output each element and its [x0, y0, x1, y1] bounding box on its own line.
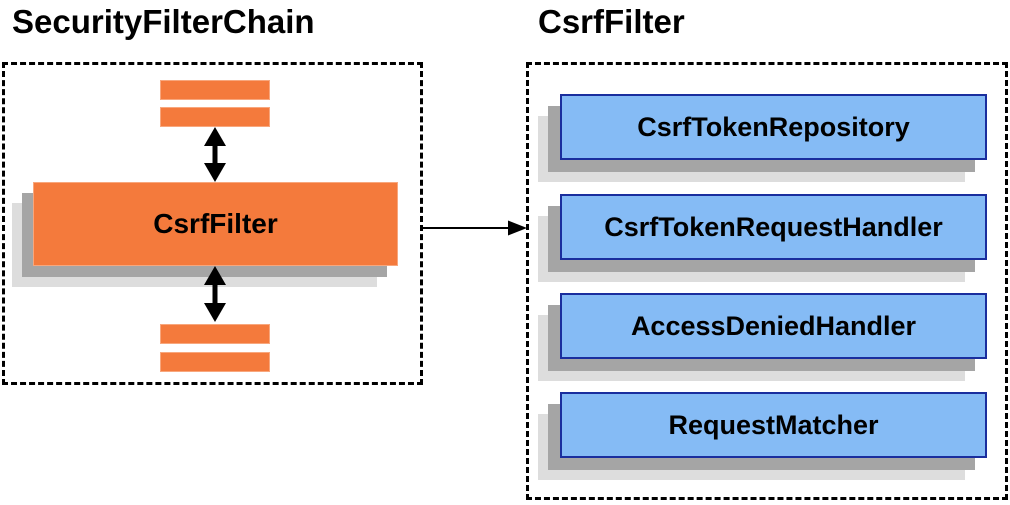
component-label: AccessDeniedHandler: [630, 310, 917, 341]
component-label: CsrfTokenRepository: [637, 111, 910, 142]
right-arrow-icon: [422, 220, 527, 236]
filter-placeholder-bar: [160, 107, 270, 127]
component-csrf-token-request-handler: CsrfTokenRequestHandler: [560, 194, 987, 260]
security-filter-chain-boundary: [2, 62, 423, 385]
csrf-filter-node-label: CsrfFilter: [153, 208, 278, 239]
component-label: RequestMatcher: [668, 409, 879, 440]
component-label: CsrfTokenRequestHandler: [604, 211, 943, 242]
up-down-arrow-icon: [204, 127, 226, 182]
component-access-denied-handler: AccessDeniedHandler: [560, 293, 987, 359]
csrf-filter-node: CsrfFilter: [33, 182, 398, 266]
up-down-arrow-icon: [204, 266, 226, 322]
component-csrf-token-repository: CsrfTokenRepository: [560, 94, 987, 160]
filter-placeholder-bar: [160, 352, 270, 372]
csrf-filter-boundary: [526, 62, 1008, 500]
csrf-filter-panel-title: CsrfFilter: [538, 3, 685, 40]
component-request-matcher: RequestMatcher: [560, 392, 987, 458]
filter-placeholder-bar: [160, 324, 270, 344]
filter-placeholder-bar: [160, 80, 270, 100]
security-filter-chain-title: SecurityFilterChain: [12, 3, 315, 40]
